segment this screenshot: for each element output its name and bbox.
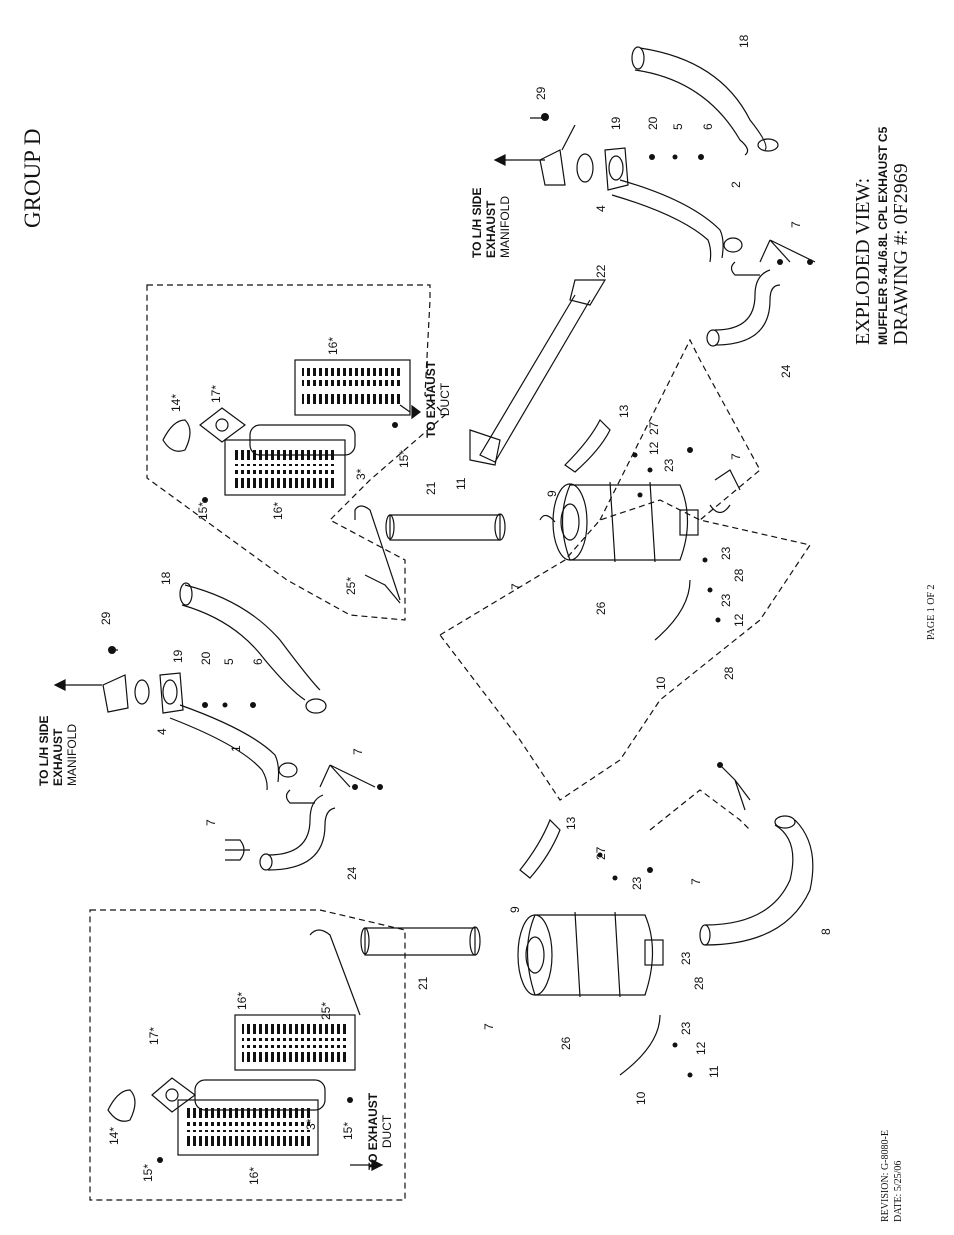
callout: 25*: [344, 577, 358, 595]
callout: 12: [732, 613, 746, 627]
callout: 19: [609, 116, 623, 130]
callout: 10: [634, 1091, 648, 1105]
callout: 24: [345, 866, 359, 880]
callout: 17*: [147, 1027, 161, 1045]
callout: 12: [694, 1041, 708, 1055]
muffler-9-lower: [526, 914, 654, 996]
shim-13-top: [564, 418, 611, 473]
callout: 29: [99, 611, 113, 625]
callout: 15*: [141, 1164, 155, 1182]
callout: 7: [789, 221, 803, 228]
callout: 28: [722, 666, 736, 680]
callout: 3*: [304, 1118, 318, 1130]
callout: 25*: [319, 1002, 333, 1020]
callout: 21: [416, 976, 430, 990]
callout: 26: [559, 1036, 573, 1050]
callout: 16*: [271, 502, 285, 520]
pipe-1: [169, 704, 280, 791]
callout: 23: [630, 876, 644, 890]
callout: 29: [534, 86, 548, 100]
callout: 13: [617, 404, 631, 418]
callout: 14*: [169, 394, 183, 412]
callout: 16*: [326, 337, 340, 355]
callout: 23: [719, 546, 733, 560]
heat-shield-16-right-lower: [234, 1014, 356, 1071]
heat-shield-16-left-top: [224, 439, 346, 496]
callout: 22: [594, 264, 608, 278]
pipe-21-top: [389, 514, 501, 541]
callout: 9: [508, 906, 522, 913]
callout: 26: [594, 601, 608, 615]
band-10-top: [654, 579, 691, 641]
callout: 28: [692, 976, 706, 990]
callout: 23: [662, 458, 676, 472]
callout: 9: [545, 490, 559, 497]
callout: 23: [719, 593, 733, 607]
callout: 19: [171, 649, 185, 663]
dashed-region-right: [599, 338, 761, 521]
callout: 23: [679, 1021, 693, 1035]
callout: 15*: [196, 502, 210, 520]
pipe-2: [611, 179, 724, 263]
dashed-boundary-lower: [89, 909, 406, 1201]
callout: 24: [779, 364, 793, 378]
callout: 2: [729, 181, 743, 188]
elbow-24-left: [267, 794, 336, 871]
callout: 18: [737, 34, 751, 48]
pipe-21-lower: [364, 927, 476, 956]
callout: 7: [204, 819, 218, 826]
heat-shield-16-left-lower: [177, 1099, 319, 1156]
heat-shield-16-right-top: [294, 359, 411, 416]
callout: 21: [424, 481, 438, 495]
callout: 4: [155, 728, 169, 735]
callout: 4: [594, 205, 608, 212]
callout: 20: [646, 116, 660, 130]
callout: 6: [701, 123, 715, 130]
band-10-lower: [619, 1014, 661, 1076]
callout: 3*: [354, 468, 368, 480]
callout: 27: [594, 846, 608, 860]
dashed-region-bottom: [649, 789, 751, 831]
callout: 7: [351, 748, 365, 755]
callout: 15*: [397, 450, 411, 468]
dashed-region-center: [439, 499, 811, 801]
callout: 17*: [209, 385, 223, 403]
callout: 16*: [247, 1167, 261, 1185]
callout: 13: [564, 816, 578, 830]
callout: 23: [679, 951, 693, 965]
callout: 11: [707, 1065, 721, 1078]
callout: 28: [732, 568, 746, 582]
elbow-24-right: [714, 269, 781, 346]
shim-13-lower: [519, 818, 561, 879]
callout: 5: [222, 658, 236, 665]
callout: 6: [251, 658, 265, 665]
callout: 5: [671, 123, 685, 130]
callout: 27: [647, 421, 661, 435]
callout: 7: [509, 583, 523, 590]
callout: 14*: [107, 1127, 121, 1145]
pipe-8: [704, 819, 814, 946]
callout: 7: [482, 1023, 496, 1030]
callout: 12: [647, 441, 661, 455]
callout: 8: [819, 928, 833, 935]
bracket-22: [479, 279, 607, 463]
tailpipe-18-left: [181, 584, 321, 701]
callout: 18: [159, 571, 173, 585]
tailpipe-18-right: [634, 47, 767, 156]
muffler-9-top: [561, 484, 689, 561]
callout: 7: [729, 453, 743, 460]
callout: 20: [199, 651, 213, 665]
callout: 16*: [235, 992, 249, 1010]
callout: 7: [689, 878, 703, 885]
callout: 10: [654, 676, 668, 690]
callout: 15*: [341, 1122, 355, 1140]
callout: 11: [454, 477, 468, 490]
callout: 1: [229, 745, 243, 752]
